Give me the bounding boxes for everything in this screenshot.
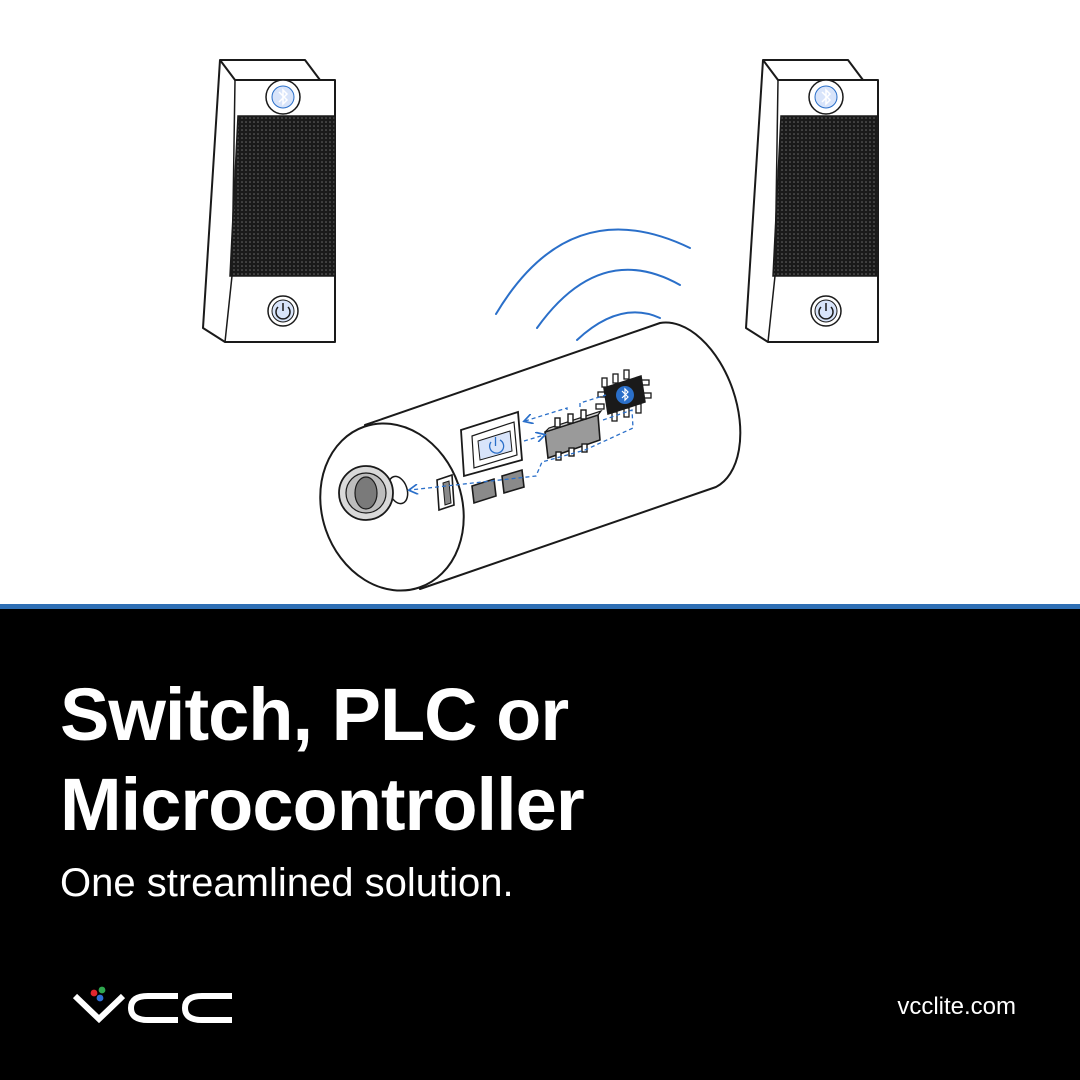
switch-module xyxy=(460,410,523,478)
switch-power-icon xyxy=(489,437,505,454)
product-illustration xyxy=(202,59,879,592)
speaker-left-bluetooth-icon xyxy=(265,79,301,115)
section-divider xyxy=(0,604,1080,609)
speaker-left xyxy=(202,59,336,343)
speaker-left-grille xyxy=(229,115,336,277)
banner xyxy=(0,609,1080,1080)
data-flow-arrows xyxy=(410,394,634,490)
speaker-right-grille xyxy=(772,115,879,277)
headline-line-1: Switch, PLC or xyxy=(60,673,569,756)
device-cylinder xyxy=(319,321,742,592)
logo-dot-red xyxy=(90,989,98,997)
headline: Switch, PLC or Microcontroller xyxy=(60,670,1020,850)
speaker-right-power-icon xyxy=(810,295,842,327)
logo-letter-c xyxy=(127,993,178,1023)
website-link[interactable]: vcclite.com xyxy=(897,993,1016,1020)
cylinder-end-knob xyxy=(338,465,409,521)
logo-letter-c xyxy=(181,993,232,1023)
vcc-logo xyxy=(72,986,232,1024)
logo-letter-v xyxy=(72,993,126,1024)
speaker-right-bluetooth-icon xyxy=(808,79,844,115)
logo-dot-green xyxy=(98,986,106,994)
headline-line-2: Microcontroller xyxy=(60,763,585,846)
connector-block xyxy=(436,473,455,512)
small-module xyxy=(501,468,525,495)
logo-dot-blue xyxy=(96,994,104,1002)
plc-block xyxy=(544,409,603,461)
speaker-right xyxy=(745,59,879,343)
subline: One streamlined solution. xyxy=(60,861,514,905)
microcontroller-chip xyxy=(595,369,652,422)
speaker-left-power-icon xyxy=(267,295,299,327)
